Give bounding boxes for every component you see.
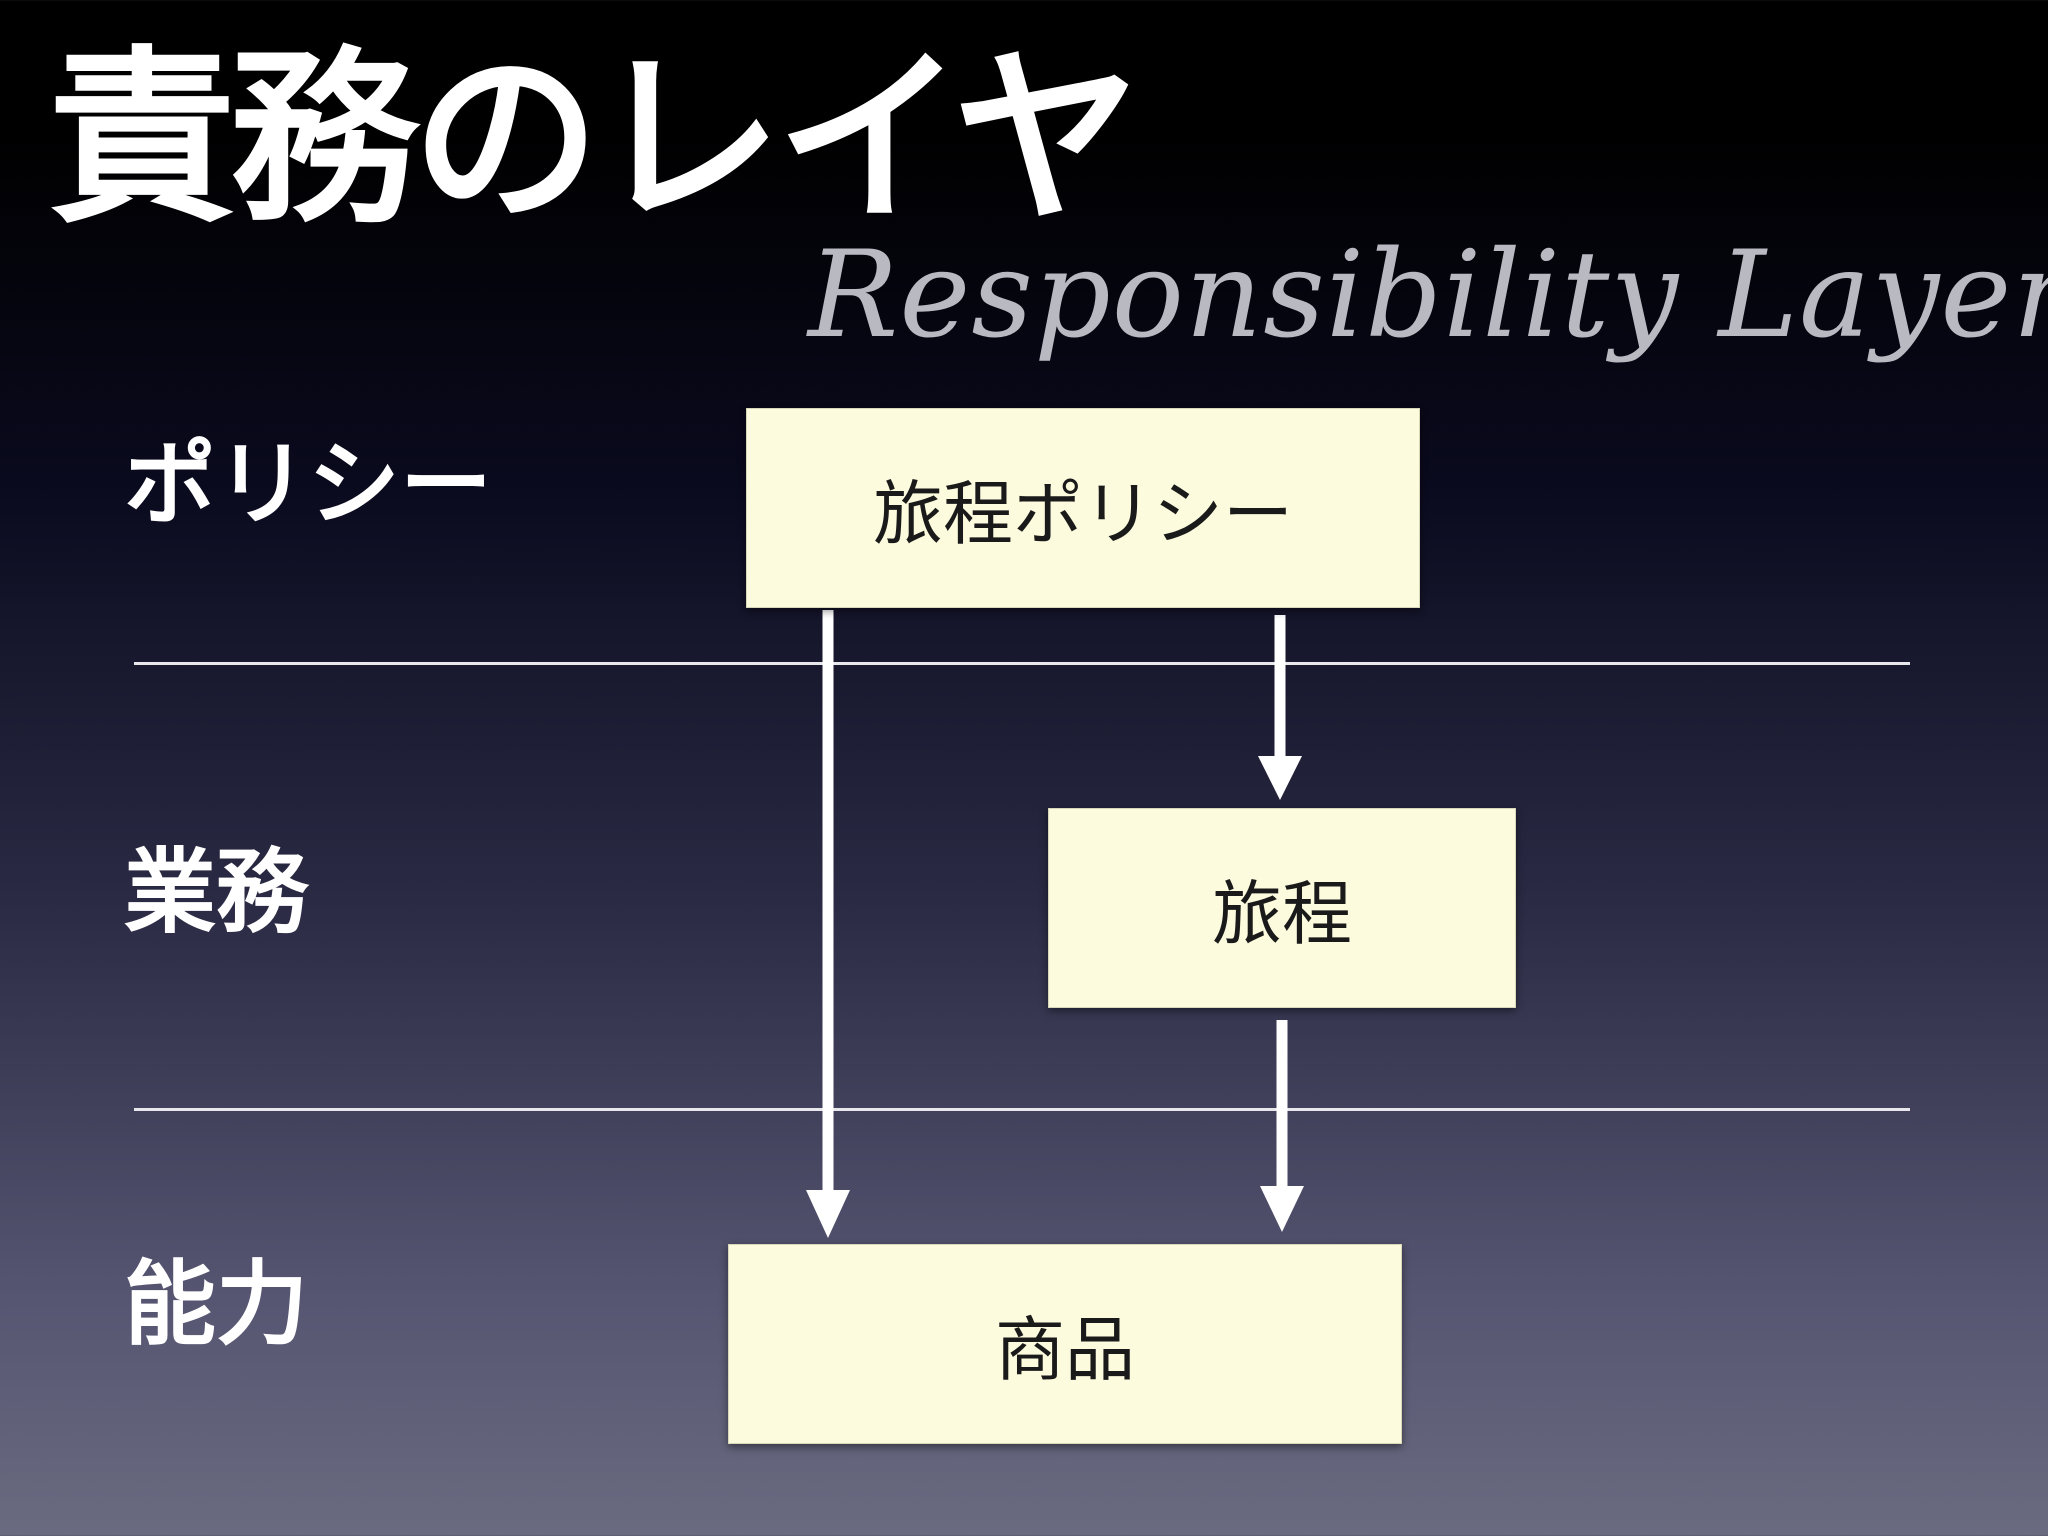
layer-divider-top xyxy=(134,662,1910,665)
slide-subtitle: Responsibility Layers xyxy=(808,226,2048,365)
box-capability: 商品 xyxy=(728,1244,1402,1444)
box-policy: 旅程ポリシー xyxy=(746,408,1420,608)
layer-divider-bottom xyxy=(134,1108,1910,1111)
arrowhead-operation-to-capability xyxy=(1260,1186,1304,1232)
layer-label-policy: ポリシー xyxy=(124,431,493,538)
layer-label-operation: 業務 xyxy=(124,839,309,946)
arrowhead-policy-to-operation xyxy=(1258,756,1302,800)
slide-title: 責務のレイヤ xyxy=(48,30,1140,249)
box-operation: 旅程 xyxy=(1048,808,1516,1008)
layer-label-capability: 能力 xyxy=(124,1251,309,1358)
arrowhead-policy-to-capability xyxy=(806,1190,850,1238)
